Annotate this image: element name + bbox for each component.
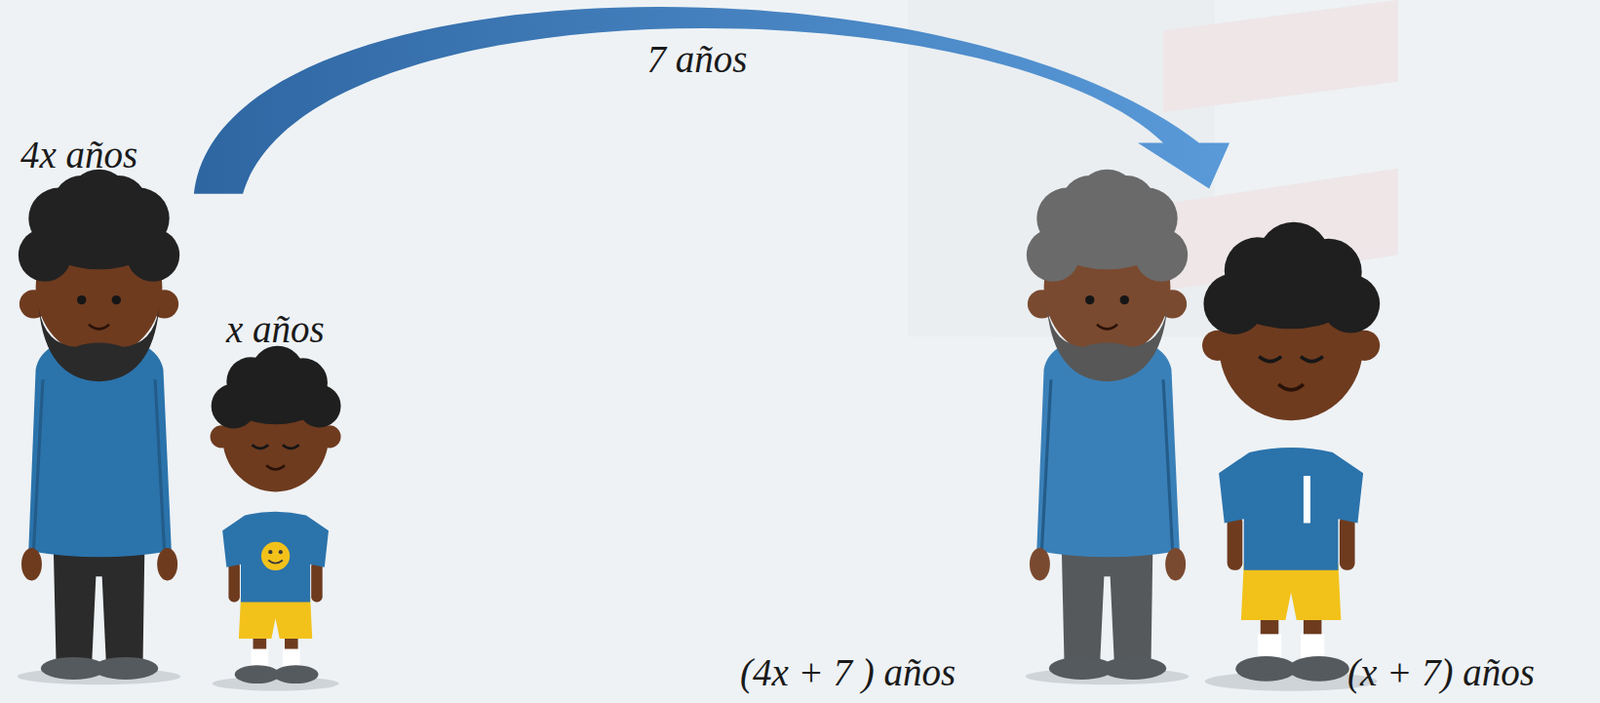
age-label: 7 años [647, 38, 748, 82]
son-later [1202, 222, 1380, 692]
father-now [17, 169, 181, 685]
age-label: 4x años [20, 133, 138, 178]
watermark-band [1163, 0, 1399, 113]
time-arrow [194, 6, 1230, 195]
age-label: (4x + 7 ) años [740, 651, 956, 696]
age-label: (x + 7) años [1347, 651, 1535, 696]
son-now [210, 346, 342, 692]
age-label: x años [226, 308, 325, 352]
father-later [1025, 169, 1189, 685]
